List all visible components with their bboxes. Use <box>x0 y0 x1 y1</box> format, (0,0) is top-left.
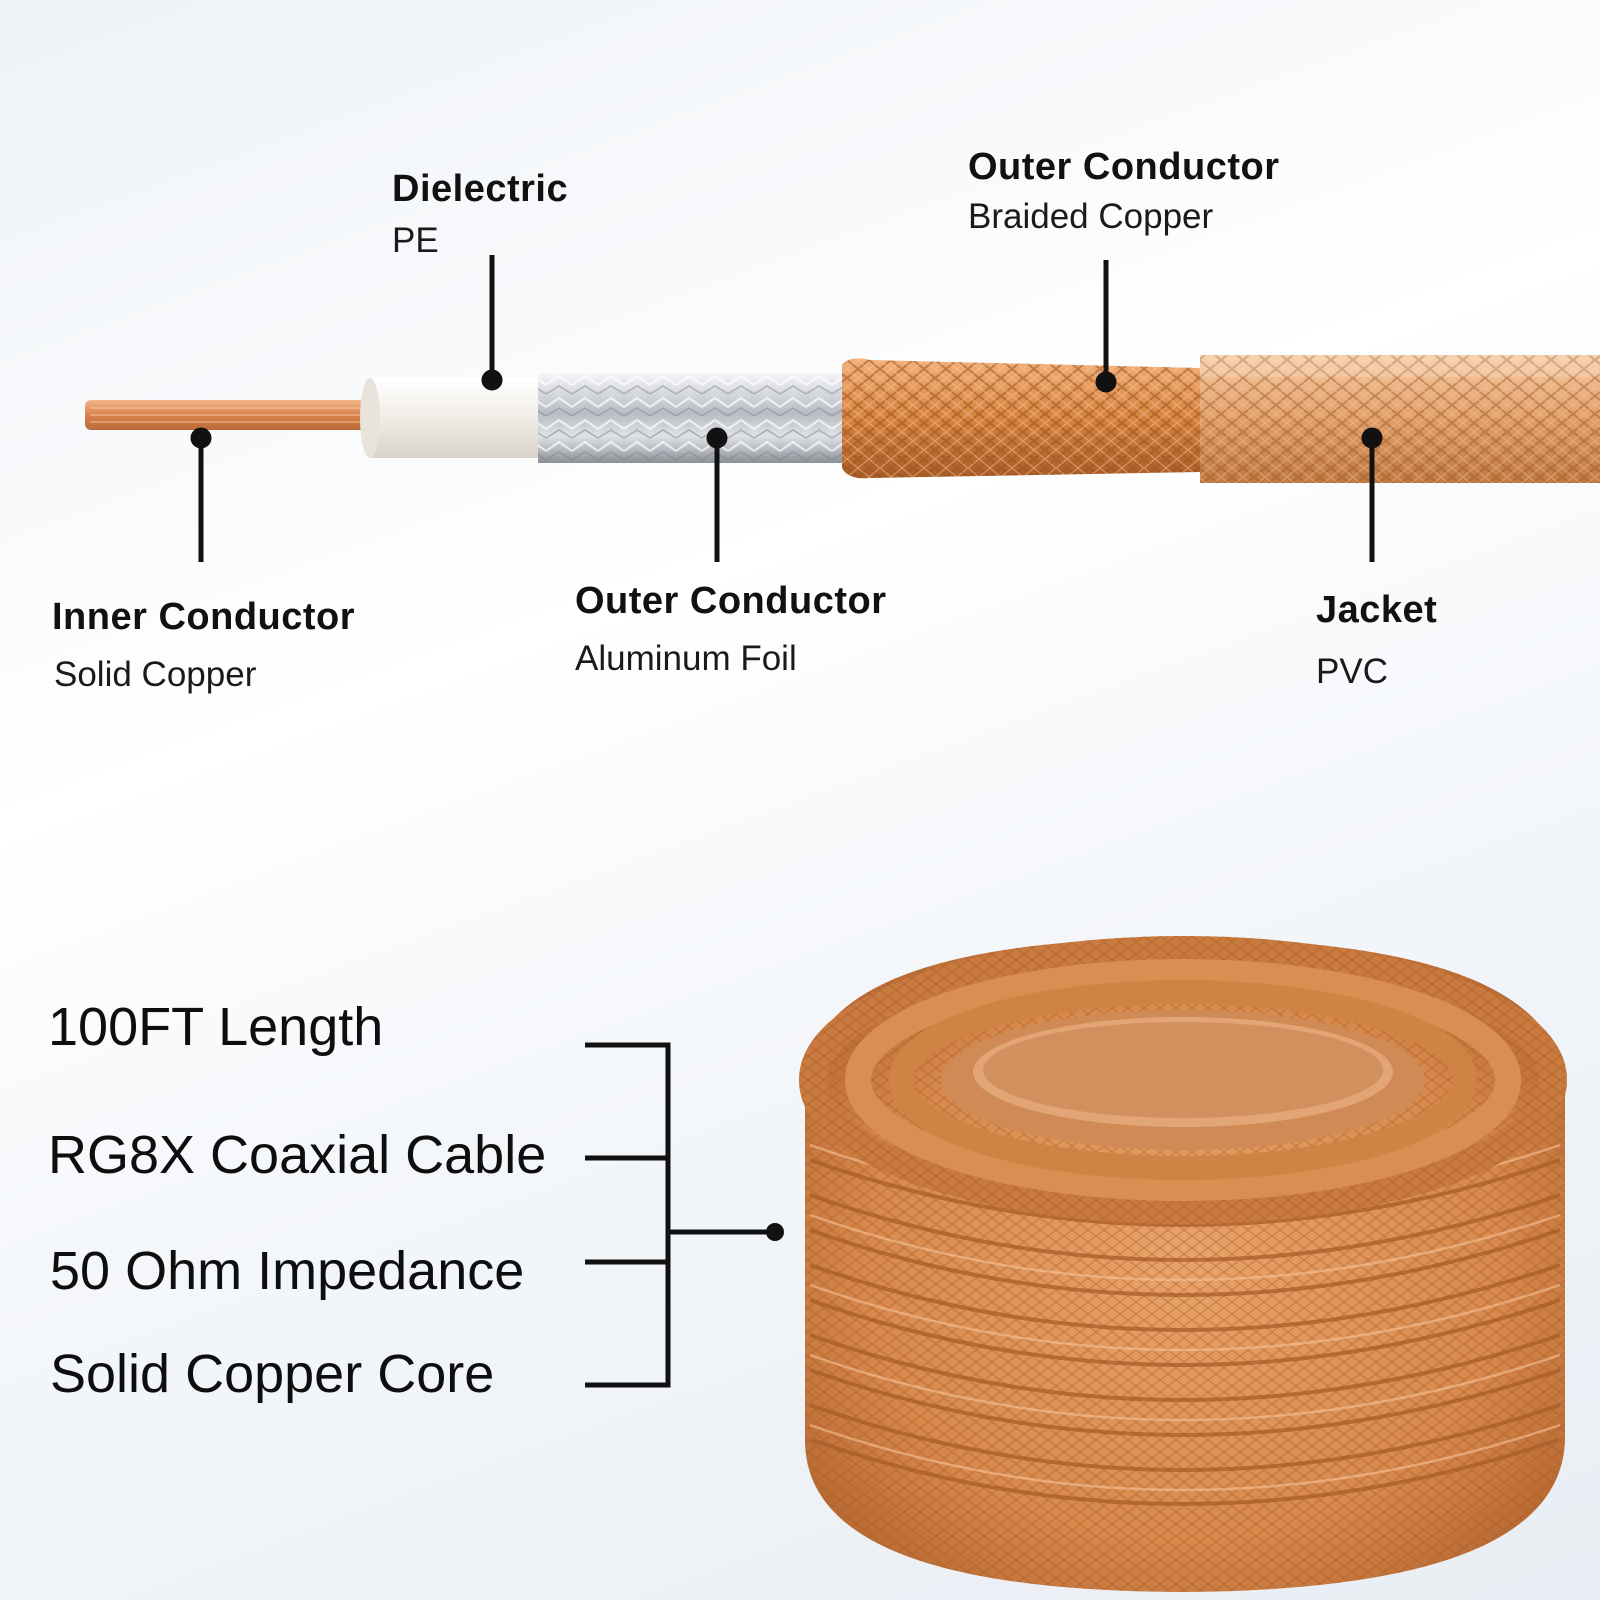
feature-core: Solid Copper Core <box>50 1344 495 1404</box>
jacket-callout: Jacket PVC <box>1316 589 1437 692</box>
callout-dot-jacket <box>1361 427 1383 449</box>
braid-material: Braided Copper <box>968 197 1214 236</box>
callout-dot-braid <box>1095 371 1117 393</box>
foil-callout: Outer Conductor Aluminum Foil <box>575 580 886 679</box>
feature-bracket <box>585 1042 772 1388</box>
braid-title: Outer Conductor <box>968 146 1280 188</box>
dielectric-title: Dielectric <box>392 168 569 210</box>
aluminum-foil-layer <box>538 373 843 463</box>
jacket-layer <box>1200 355 1600 483</box>
inner-conductor-wire <box>85 400 370 430</box>
callout-dot-foil <box>706 427 728 449</box>
callout-dot-dielectric <box>481 369 503 391</box>
callout-dot-inner-conductor <box>190 427 212 449</box>
braid-callout: Outer Conductor Braided Copper <box>968 146 1279 237</box>
dielectric-layer <box>360 378 545 458</box>
inner-conductor-callout: Inner Conductor Solid Copper <box>52 596 355 695</box>
jacket-material: PVC <box>1316 652 1388 691</box>
jacket-title: Jacket <box>1316 589 1438 631</box>
dielectric-material: PE <box>392 221 439 260</box>
dielectric-callout: Dielectric PE <box>392 168 568 261</box>
inner-conductor-material: Solid Copper <box>54 655 257 694</box>
foil-material: Aluminum Foil <box>575 639 797 678</box>
feature-length: 100FT Length <box>48 997 384 1057</box>
braided-copper-layer <box>842 358 1200 479</box>
feature-impedance: 50 Ohm Impedance <box>50 1241 525 1301</box>
feature-cable-type: RG8X Coaxial Cable <box>48 1125 547 1185</box>
coiled-cable-image <box>799 936 1567 1592</box>
foil-title: Outer Conductor <box>575 580 887 622</box>
inner-conductor-title: Inner Conductor <box>52 596 356 638</box>
bracket-dot <box>766 1223 784 1241</box>
